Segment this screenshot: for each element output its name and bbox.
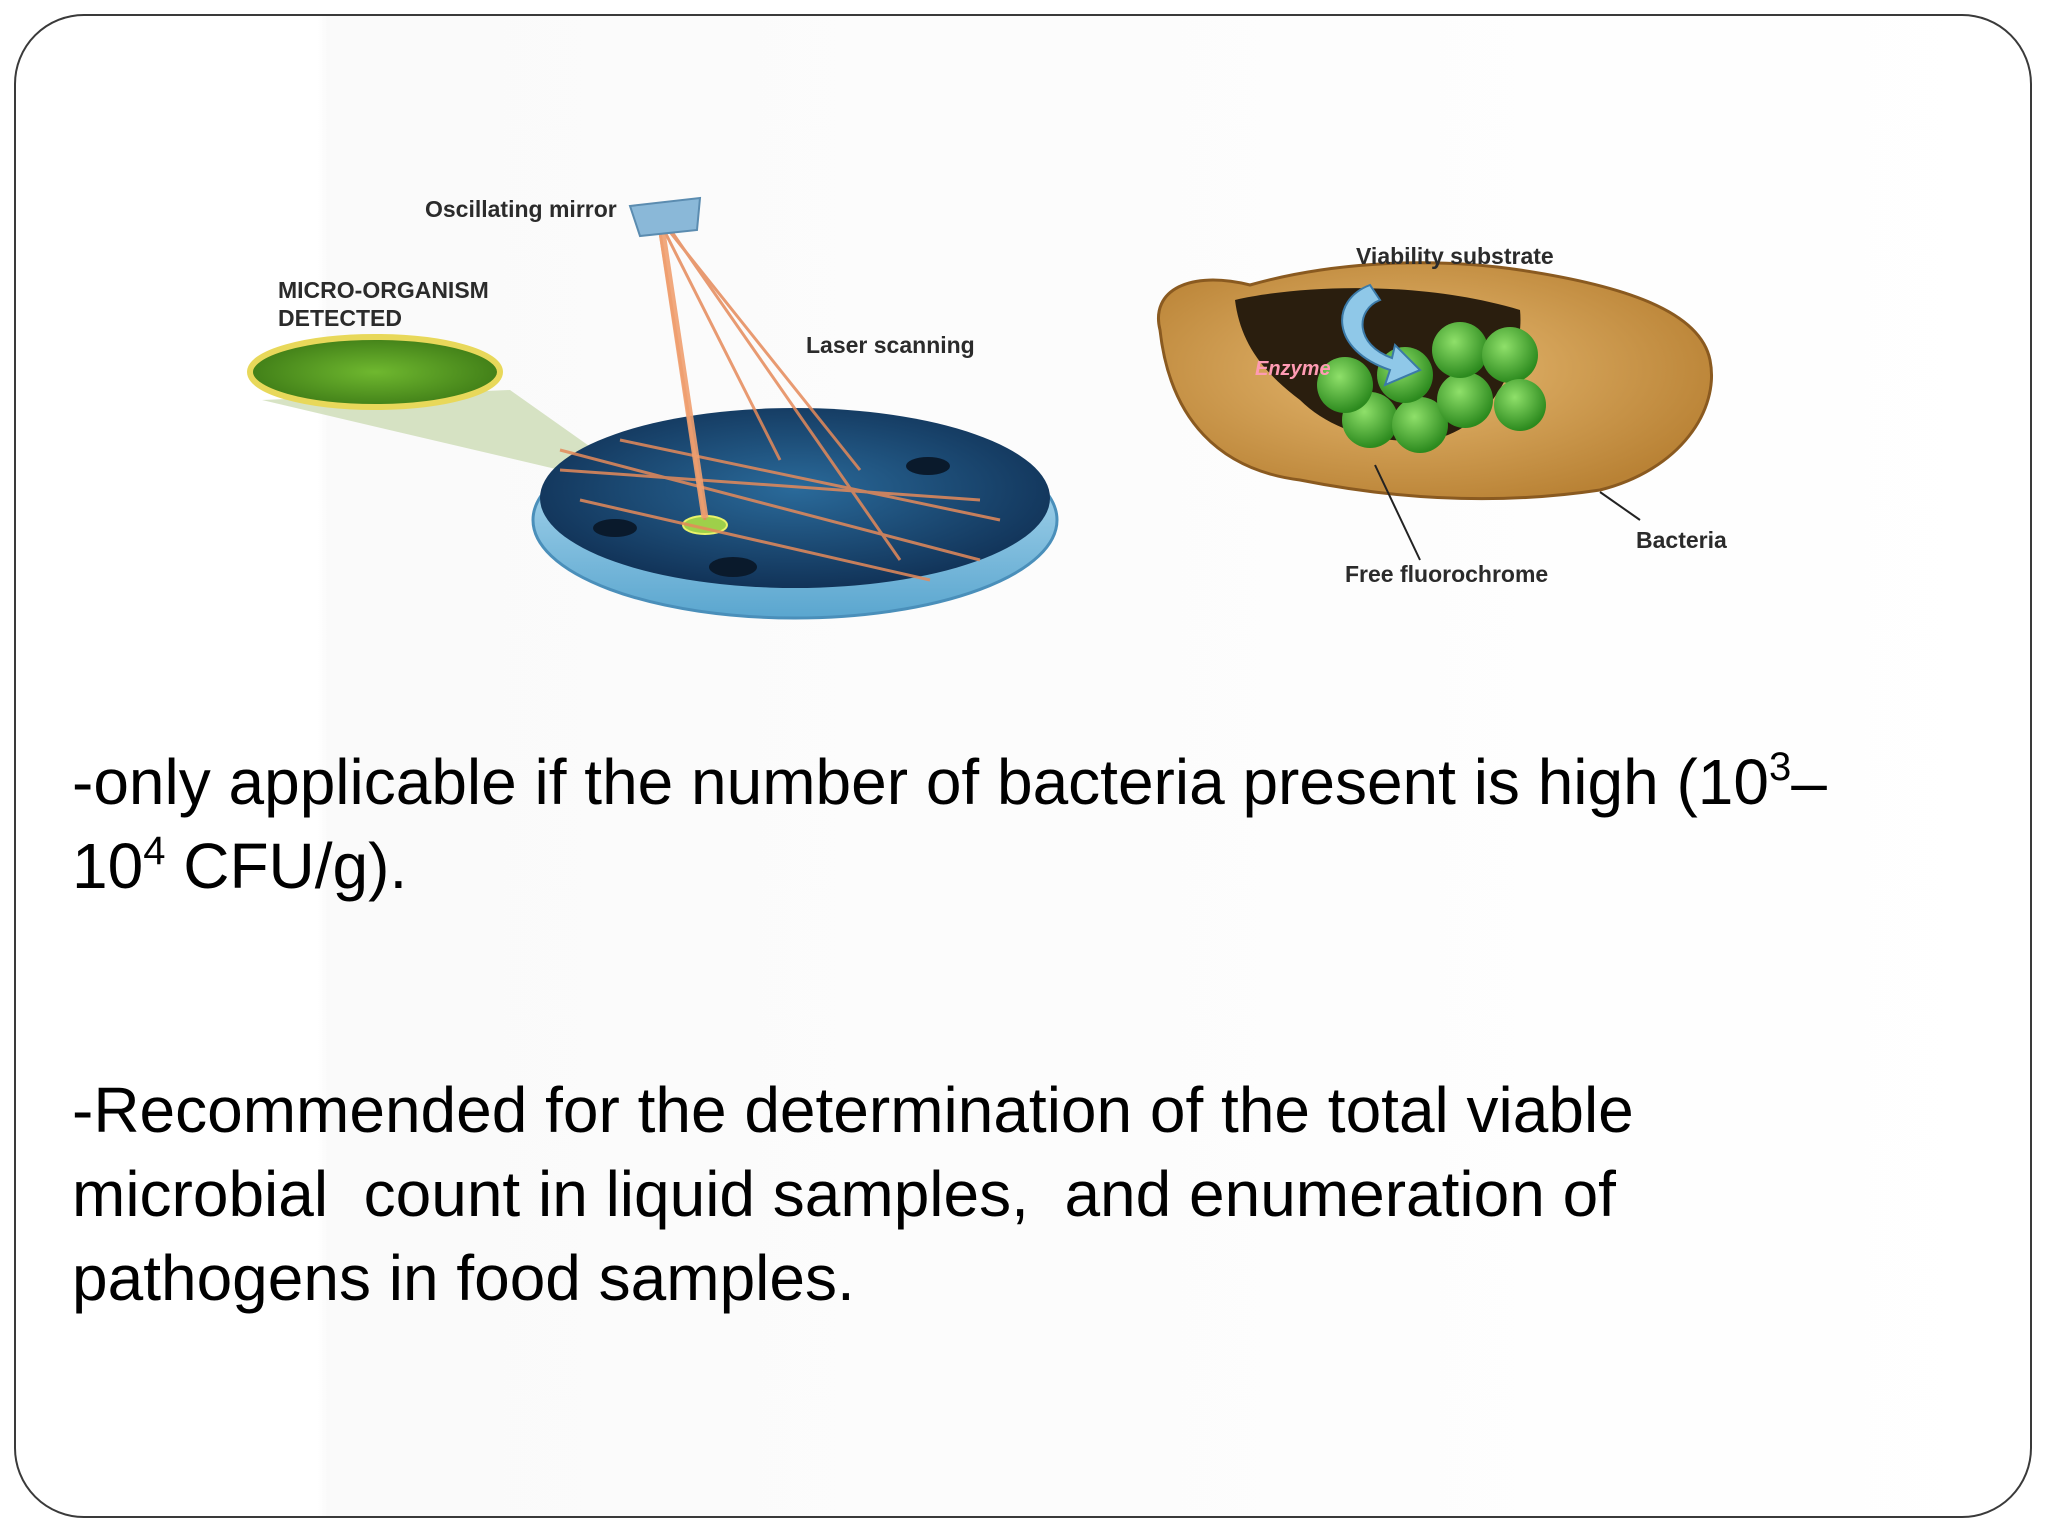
slide-frame	[14, 14, 2032, 1518]
oscillating-mirror-label: Oscillating mirror	[425, 196, 617, 222]
applicability-paragraph: -only applicable if the number of bacter…	[72, 740, 1972, 908]
p2-line-1: -Recommended for the determination of th…	[72, 1074, 1634, 1146]
micro-organism-label-line1: MICRO-ORGANISM	[278, 277, 489, 303]
recommendation-paragraph: -Recommended for the determination of th…	[72, 1068, 1972, 1320]
colony-dark	[709, 557, 757, 577]
colony-dark	[906, 457, 950, 475]
leader-line	[1374, 464, 1421, 561]
enzyme-label: Enzyme	[1255, 358, 1331, 380]
p1-text-a: -only applicable if the number of bacter…	[72, 746, 1769, 818]
p2-line-3: pathogens in food samples.	[72, 1242, 855, 1314]
micro-organism-label-line2: DETECTED	[278, 305, 402, 331]
p1-text-d: CFU/g).	[165, 830, 408, 902]
p1-superscript-4: 4	[143, 829, 166, 873]
p2-line-2: microbial count in liquid samples, and e…	[72, 1158, 1616, 1230]
fluorochrome-cells	[1317, 322, 1546, 453]
laser-scanning-diagram	[247, 196, 1059, 620]
petri-dish-surface	[540, 408, 1050, 588]
p1-text-c: 10	[72, 830, 144, 902]
leader-line	[1599, 491, 1641, 521]
colony-dark	[593, 519, 637, 537]
solid-phase-cytometry-figure: Enzyme Oscillating mirror MICRO-ORGANISM…	[247, 196, 1727, 620]
laser-scanning-label: Laser scanning	[806, 332, 975, 358]
p1-dash: –	[1791, 746, 1827, 818]
bacteria-label: Bacteria	[1636, 527, 1727, 553]
micro-organism-zoom	[247, 334, 503, 410]
zoom-wedge	[262, 390, 705, 528]
bacterium-diagram: Enzyme	[1157, 261, 1713, 561]
main-beam	[658, 231, 709, 519]
viability-substrate-label: Viability substrate	[1356, 243, 1554, 269]
oscillating-mirror	[628, 196, 702, 238]
substrate-arrow-icon	[1341, 283, 1422, 387]
free-fluorochrome-label: Free fluorochrome	[1345, 561, 1548, 587]
p1-superscript-3: 3	[1768, 745, 1792, 789]
